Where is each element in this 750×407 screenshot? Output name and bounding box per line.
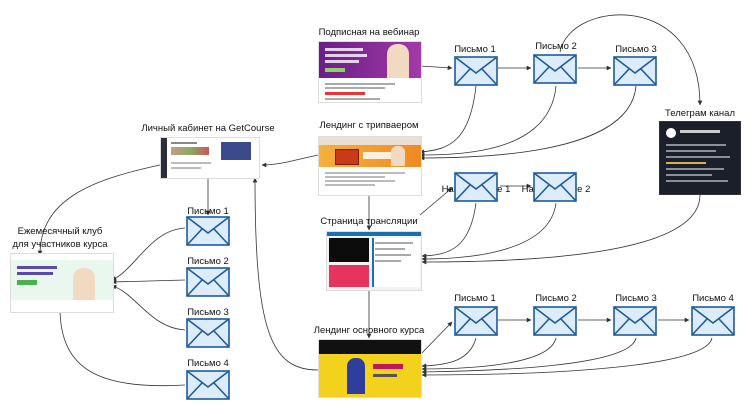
envelope-icon: [691, 306, 735, 336]
envelope-icon: [186, 267, 230, 297]
arrow-cabinet-to-club: [37, 164, 161, 256]
label-bottom-letter-4: Письмо 4: [692, 293, 734, 304]
label-left-letter-4: Письмо 4: [187, 358, 229, 369]
arrow-letter2-to-course: [421, 337, 557, 372]
arrow-broadcast-to-reminder1: [419, 187, 453, 216]
label-broadcast: Страница трансляции: [320, 216, 418, 227]
label-telegram: Телеграм канал: [665, 108, 735, 119]
label-left-letter-2: Письмо 2: [187, 256, 229, 267]
tripwire-landing-page-thumbnail: [318, 136, 422, 196]
label-top-letter-1: Письмо 1: [454, 44, 496, 55]
arrow-webinar-to-letter1: [419, 65, 453, 71]
label-bottom-letter-2: Письмо 2: [535, 293, 577, 304]
envelope-icon: [533, 54, 577, 84]
label-bottom-letter-3: Письмо 3: [615, 293, 657, 304]
webinar-landing-page-thumbnail: [318, 41, 422, 103]
arrow-left1-to-club: [111, 227, 186, 281]
envelope-icon: [186, 318, 230, 348]
broadcast-page-thumbnail: [326, 231, 422, 291]
arrow-left3-to-club: [111, 284, 186, 331]
arrow-reminder1-to-broadcast: [421, 202, 477, 259]
arrow-letter4-to-course: [421, 337, 713, 378]
envelope-icon: [613, 306, 657, 336]
telegram-channel-thumbnail: [659, 121, 741, 195]
arrow-telegram-to-broadcast: [421, 194, 701, 265]
arrow-letter2-to-tripwire: [419, 85, 557, 158]
arrow-letter2-to-telegram: [559, 14, 703, 106]
label-webinar: Подписная на вебинар: [318, 27, 420, 38]
label-tripwire: Лендинг с трипваером: [319, 120, 419, 131]
envelope-icon: [186, 216, 230, 246]
label-cabinet: Личный кабинет на GetCourse: [141, 123, 275, 134]
arrow-left4-to-club: [57, 307, 186, 387]
arrow-reminder2-to-broadcast: [421, 202, 557, 262]
label-left-letter-3: Письмо 3: [187, 307, 229, 318]
label-course: Лендинг основного курса: [313, 325, 425, 336]
arrow-letter1-to-tripwire: [419, 85, 477, 155]
arrow-tripwire-to-cabinet: [261, 154, 319, 168]
arrow-course-to-letter1: [419, 321, 453, 356]
label-club-line1: Ежемесячный клуб: [17, 226, 103, 237]
arrow-letter3-to-tripwire: [419, 85, 637, 161]
envelope-icon: [454, 172, 498, 202]
main-course-landing-page-thumbnail: [318, 339, 422, 398]
envelope-icon: [533, 172, 577, 202]
envelope-icon: [613, 56, 657, 86]
arrow-letter3-to-course: [421, 337, 637, 375]
arrow-course-to-cabinet: [252, 177, 319, 371]
label-top-letter-3: Письмо 3: [615, 44, 657, 55]
envelope-icon: [454, 56, 498, 86]
label-bottom-letter-1: Письмо 1: [454, 293, 496, 304]
envelope-icon: [186, 370, 230, 400]
getcourse-account-page-thumbnail: [160, 137, 260, 179]
arrow-left2-to-club: [111, 279, 186, 285]
label-club-line2: для участников курса: [12, 239, 108, 250]
monthly-club-landing-page-thumbnail: [10, 253, 114, 313]
arrow-letter1-to-course: [421, 337, 477, 369]
label-top-letter-2: Письмо 2: [535, 41, 577, 52]
label-left-letter-1: Письмо 1: [187, 206, 229, 217]
envelope-icon: [454, 306, 498, 336]
envelope-icon: [533, 306, 577, 336]
